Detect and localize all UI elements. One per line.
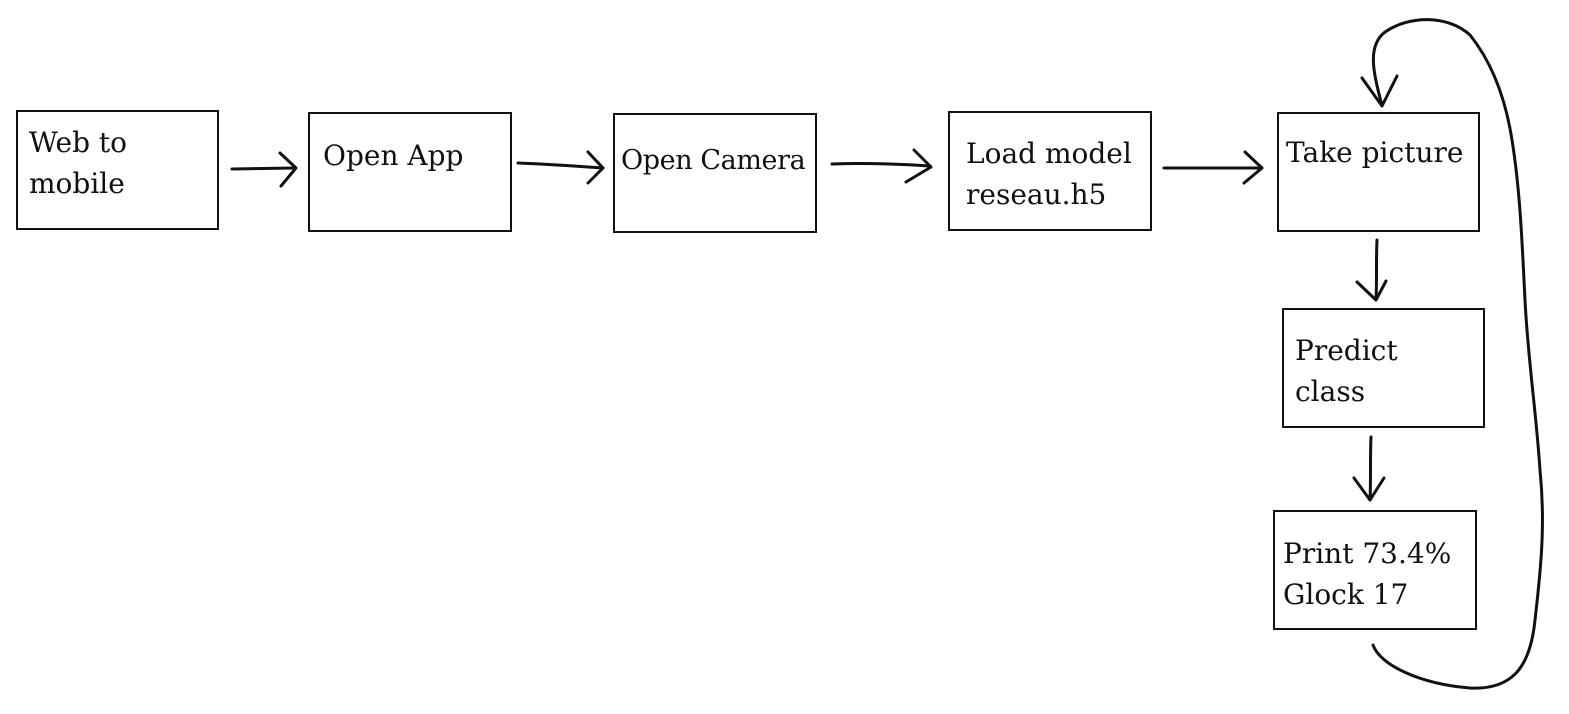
node-take-picture <box>1277 112 1480 232</box>
node-label-line: Open App <box>323 139 464 172</box>
node-label-line: Web to <box>29 126 127 159</box>
arrow-open-app-to-open-camera <box>516 150 605 185</box>
node-label-line: class <box>1295 375 1366 408</box>
arrow-web-to-mobile-to-open-app <box>230 151 298 188</box>
node-open-camera-label: Open Camera <box>621 140 806 181</box>
node-open-app-label: Open App <box>323 135 463 176</box>
node-label-line: Predict <box>1295 334 1398 367</box>
node-open-app <box>308 112 512 232</box>
node-load-model <box>948 111 1152 231</box>
node-label-line: Take picture <box>1286 136 1464 169</box>
node-take-picture-label: Take picture <box>1286 132 1463 173</box>
arrow-predict-class-to-print-result <box>1352 435 1386 502</box>
node-print-result <box>1273 510 1477 630</box>
node-web-to-mobile <box>16 110 219 230</box>
arrow-load-model-to-take-picture <box>1162 150 1264 185</box>
loop-arrow-print-result-to-take-picture <box>1360 18 1544 690</box>
node-label-line: Load model <box>966 137 1132 170</box>
node-open-camera <box>613 113 817 233</box>
node-print-result-label: Print 73.4% Glock 17 <box>1283 533 1451 615</box>
arrow-take-picture-to-predict-class <box>1355 238 1388 302</box>
node-predict-class <box>1282 308 1485 428</box>
node-label-line: Open Camera <box>621 145 806 176</box>
node-predict-class-label: Predict class <box>1295 330 1398 412</box>
node-label-line: mobile <box>29 167 125 200</box>
node-web-to-mobile-label: Web to mobile <box>29 122 127 204</box>
node-label-line: Glock 17 <box>1283 578 1409 611</box>
arrow-open-camera-to-load-model <box>830 148 933 184</box>
node-load-model-label: Load model reseau.h5 <box>966 133 1132 215</box>
node-label-line: Print 73.4% <box>1283 537 1452 570</box>
node-label-line: reseau.h5 <box>966 178 1107 211</box>
